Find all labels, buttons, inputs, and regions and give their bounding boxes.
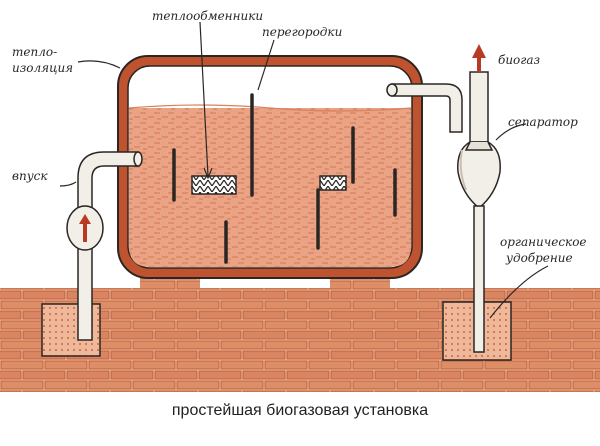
label-heat-exchangers: теплообменники (152, 9, 263, 23)
inlet-pipe (66, 151, 143, 341)
heat-exchangers (191, 175, 347, 195)
diagram-caption: простейшая биогазовая установка (171, 402, 429, 419)
label-fertilizer-2: удобрение (505, 251, 573, 265)
heat-exchanger-right (319, 175, 347, 191)
inlet-arrow (79, 214, 91, 242)
label-insulation-1: тепло- (12, 45, 57, 59)
separator (457, 71, 501, 353)
gas-outlet-pipe (386, 83, 463, 133)
leader-lines (59, 21, 549, 319)
digester-tank (117, 55, 423, 279)
label-fertilizer-1: органическое (500, 235, 587, 249)
label-inlet: впуск (12, 169, 48, 183)
partitions (172, 93, 397, 264)
label-insulation-2: изоляция (12, 61, 73, 75)
label-separator: сепаратор (508, 115, 578, 129)
label-biogas: биогаз (498, 53, 540, 67)
label-partitions: перегородки (262, 25, 342, 39)
heat-exchanger-left (191, 175, 237, 195)
slurry (129, 108, 411, 267)
biogas-arrow (472, 44, 486, 72)
